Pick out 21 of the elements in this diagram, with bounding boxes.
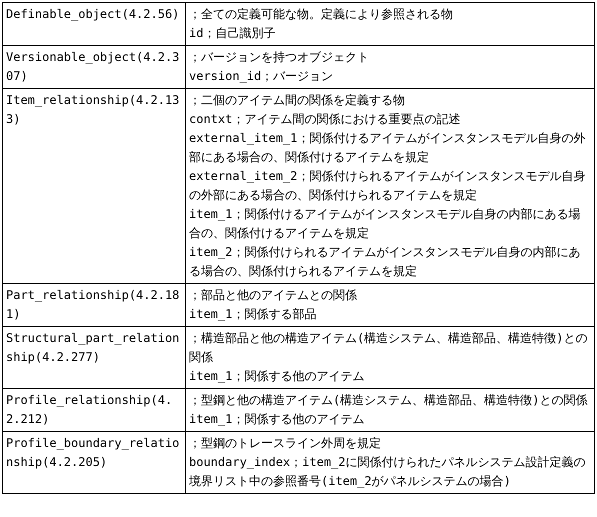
attribute-description: id；自己識別子 (189, 25, 276, 42)
entity-name: Profile_boundary_relationship(4.2.205) (6, 435, 180, 471)
entity-description: ；型鋼のトレースライン外周を規定 (189, 435, 382, 452)
attribute-description: item_1；関係する部品 (189, 306, 318, 323)
attribute-description: boundary_index；item_2に関係付けられたパネルシステム設計定義の境界リスト中の参照番号(item_2がパネルシステムの場合) (189, 454, 586, 490)
entity-name: Versionable_object(4.2.307) (6, 49, 180, 85)
attribute-description: item_1；関係する他のアイテム (189, 411, 366, 428)
attribute-description: version_id；バージョン (189, 68, 334, 85)
entity-name: Part_relationship(4.2.181) (6, 287, 180, 323)
entity-description: ；型鋼と他の構造アイテム(構造システム、構造部品、構造特徴)との関係 (189, 392, 588, 409)
entity-name: Structural_part_relationship(4.2.277) (6, 330, 180, 366)
entity-description: ；二個のアイテム間の関係を定義する物 (189, 92, 406, 109)
entity-description: ；バージョンを持つオブジェクト (189, 49, 370, 66)
entity-name: Item_relationship(4.2.133) (6, 92, 180, 128)
attribute-description: item_1；関係する他のアイテム (189, 368, 366, 385)
entity-description: ；部品と他のアイテムとの関係 (189, 287, 358, 304)
entity-name: Definable_object(4.2.56) (6, 6, 180, 23)
attribute-description: item_2；関係付けられるアイテムがインスタンスモデル自身の内部にある場合の、関係付けられるアイテムを規定 (189, 244, 582, 280)
entity-name: Profile_relationship(4.2.212) (6, 392, 174, 428)
entity-description: ；全ての定義可能な物。定義により参照される物 (189, 6, 454, 23)
attribute-description: contxt；アイテム間の関係における重要点の記述 (189, 111, 462, 128)
